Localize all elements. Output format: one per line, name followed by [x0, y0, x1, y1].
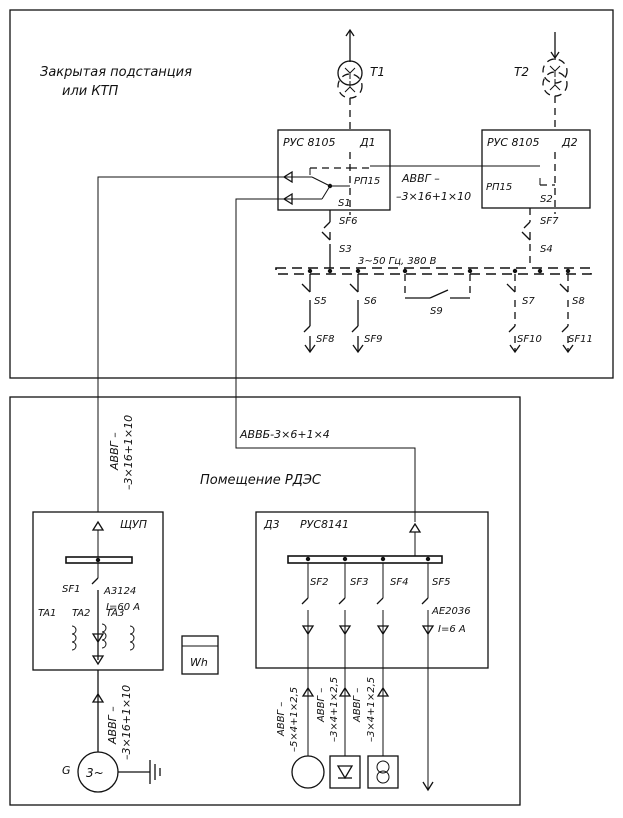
panel-d1-relay: РП15: [354, 176, 380, 187]
cable-out1-label-a: АВВГ –: [276, 702, 287, 737]
transformer-t2: T2: [514, 32, 568, 130]
switch-sf8-label: SF8: [316, 334, 334, 345]
substation-zone-label-line1: Закрытая подстанция: [40, 65, 192, 80]
panel-d2-switch: S2: [540, 194, 553, 205]
substation-zone-frame: [9, 9, 614, 379]
breaker-sf1-label: SF1: [62, 584, 80, 595]
switch-sf9-label: SF9: [364, 334, 382, 345]
panel-d1-switch: S1: [338, 198, 351, 209]
panel-d3-type: РУС8141: [300, 518, 349, 531]
cable-vertical-label: АВВГ – –3×16+1×10: [108, 415, 135, 490]
switch-sf10-label: SF10: [517, 334, 542, 345]
cable-d3-to-d1: [235, 198, 416, 522]
cable-out3-label-b: –3×4+1×2,5: [366, 677, 377, 742]
cable-shchup-to-d1: [97, 176, 284, 512]
cable-to-room-label: АВВБ-3×6+1×4: [239, 428, 330, 441]
sectional-switch-s9: S9: [404, 274, 471, 317]
feeder-sf9: S6 SF9: [349, 274, 382, 354]
panel-d1-type: РУС 8105: [283, 136, 336, 149]
transformer-t1-label: T1: [370, 65, 385, 79]
d3-outgoing-feeders: [301, 563, 435, 792]
panel-d3: Д3 РУС8141 SF2 SF3 SF4 SF5 АЕ2036 I=6 А: [255, 511, 489, 669]
energy-meter: Wh: [181, 635, 219, 675]
ta3-label: TA3: [106, 608, 124, 619]
cable-d1-d2-label-a: АВВГ –: [401, 172, 440, 185]
panel-d2: РУС 8105 Д2 РП15 S2: [481, 129, 591, 214]
busbar-380v: 3~50 Гц, 380 В: [275, 256, 592, 275]
cable-out1-label-b: –5×4+1×2,5: [289, 687, 300, 752]
load-transformer: [367, 755, 399, 789]
panel-shchup: ЩУП SF1 А3124 I=60 А TA1 TA2 TA3: [32, 511, 164, 671]
panel-d3-id: Д3: [263, 518, 280, 531]
d3-breaker-type: АЕ2036: [431, 606, 471, 617]
feeder-d2-down: SF7 S4: [521, 208, 559, 272]
switch-s3-label: S3: [339, 244, 352, 255]
switch-s8-label: S8: [572, 296, 585, 307]
cable-out3-label-a: АВВГ –: [352, 688, 363, 723]
breaker-sf2-label: SF2: [310, 577, 328, 588]
breaker-sf5-label: SF5: [432, 577, 450, 588]
ta1-label: TA1: [38, 608, 56, 619]
panel-shchup-label: ЩУП: [120, 518, 147, 531]
cable-out2-label-a: АВВГ –: [316, 688, 327, 723]
busbar-label: 3~50 Гц, 380 В: [358, 256, 437, 267]
cable-vertical-label-b: –3×16+1×10: [122, 415, 135, 490]
feeder-sf8: S5 SF8: [301, 274, 334, 354]
cable-vertical-label-a: АВВГ –: [108, 432, 121, 471]
switch-s7-label: S7: [522, 296, 535, 307]
switch-sf7-label: SF7: [540, 216, 559, 227]
generator: 3~ G АВВГ – –3×16+1×10: [62, 670, 161, 793]
panel-d1-id: Д1: [359, 136, 376, 149]
generator-symbol: 3~: [86, 766, 104, 780]
load-rectifier: [329, 755, 361, 789]
breaker-sf3-label: SF3: [350, 577, 368, 588]
switch-sf11-label: SF11: [568, 334, 593, 345]
panel-d1: РУС 8105 Д1 РП15 S1: [277, 129, 391, 215]
feeder-sf11: S8 SF11: [559, 274, 593, 354]
breaker-sf4-label: SF4: [390, 577, 408, 588]
breaker-type-label: А3124: [103, 586, 136, 597]
generator-label: G: [62, 764, 71, 777]
d3-breaker-current: I=6 А: [438, 624, 466, 635]
transformer-t2-label: T2: [514, 65, 529, 79]
panel-d2-relay: РП15: [486, 182, 512, 193]
ta2-label: TA2: [72, 608, 90, 619]
energy-meter-label: Wh: [190, 656, 208, 669]
feeder-d1-down: SF6 S3: [321, 210, 357, 272]
switch-s5-label: S5: [314, 296, 327, 307]
switch-sf6-label: SF6: [339, 216, 357, 227]
room-zone-frame: [9, 396, 521, 806]
feeder-sf10: S7 SF10: [506, 274, 542, 354]
cable-gen-label-b: –3×16+1×10: [120, 685, 133, 760]
load-motor: [291, 755, 325, 789]
cable-out2-label-b: –3×4+1×2,5: [329, 677, 340, 742]
breaker-current-label: I=60 А: [106, 602, 140, 613]
substation-zone-label-line2: или КТП: [62, 84, 119, 99]
switch-s4-label: S4: [540, 244, 553, 255]
switch-s9-label: S9: [430, 306, 443, 317]
cable-d1-d2-label-b: –3×16+1×10: [396, 190, 471, 203]
panel-d2-id: Д2: [561, 136, 578, 149]
switch-s6-label: S6: [364, 296, 377, 307]
transformer-t1: T1: [337, 28, 385, 130]
panel-d2-type: РУС 8105: [487, 136, 540, 149]
room-zone-label: Помещение РДЭС: [200, 473, 322, 488]
cable-gen-label-a: АВВГ –: [106, 706, 119, 745]
